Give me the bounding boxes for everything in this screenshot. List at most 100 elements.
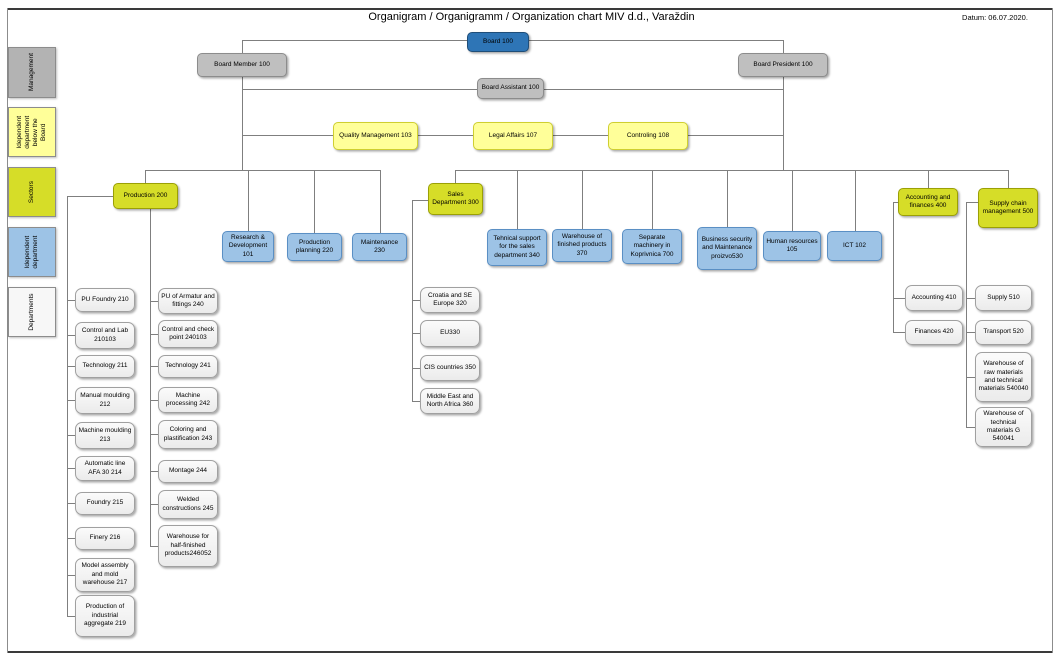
page-border-top bbox=[7, 8, 1053, 10]
connector-line bbox=[1008, 170, 1009, 188]
legend-departments-label: Departments bbox=[27, 293, 35, 331]
connector-line bbox=[150, 334, 158, 335]
node-control-check-point-240103: Control and check point 240103 bbox=[158, 320, 218, 348]
connector-line bbox=[150, 301, 158, 302]
legend-management: Management bbox=[8, 47, 56, 98]
connector-line bbox=[783, 40, 784, 53]
node-cis-countries-350: CIS countries 350 bbox=[420, 355, 480, 381]
connector-line bbox=[455, 170, 456, 183]
node-machine-moulding-213: Machine moulding 213 bbox=[75, 422, 135, 449]
node-research-development-101: Research & Development 101 bbox=[222, 231, 274, 262]
node-control-and-lab-210103: Control and Lab 210103 bbox=[75, 322, 135, 349]
connector-line bbox=[67, 400, 75, 401]
legend-independent-below-board-label: Idependent department below the Board bbox=[15, 115, 48, 149]
connector-line bbox=[783, 77, 784, 170]
legend-management-label: Management bbox=[27, 53, 35, 92]
node-separate-machinery-700: Separate machinery in Koprivnica 700 bbox=[622, 229, 682, 264]
connector-line bbox=[248, 170, 249, 231]
connector-line bbox=[893, 202, 898, 203]
connector-line bbox=[966, 427, 975, 428]
connector-line bbox=[517, 170, 518, 229]
node-industrial-aggregate-219: Production of industrial aggregate 219 bbox=[75, 595, 135, 637]
node-model-assembly-217: Model assembly and mold warehouse 217 bbox=[75, 558, 135, 592]
connector-line bbox=[67, 538, 75, 539]
connector-line bbox=[150, 366, 158, 367]
legend-departments: Departments bbox=[8, 287, 56, 337]
node-automatic-line-afa-30-214: Automatic line AFA 30 214 bbox=[75, 456, 135, 481]
connector-line bbox=[966, 377, 975, 378]
node-maintenance-230: Maintenance 230 bbox=[352, 233, 407, 261]
connector-line bbox=[67, 575, 75, 576]
connector-line bbox=[893, 332, 905, 333]
connector-line bbox=[150, 400, 158, 401]
connector-line bbox=[412, 200, 428, 201]
node-controling-108: Controling 108 bbox=[608, 122, 688, 150]
node-coloring-plastification-243: Coloring and plastification 243 bbox=[158, 420, 218, 449]
connector-line bbox=[67, 435, 75, 436]
connector-line bbox=[893, 202, 894, 332]
connector-line bbox=[966, 332, 975, 333]
connector-line bbox=[314, 170, 315, 233]
connector-line bbox=[67, 616, 75, 617]
connector-line bbox=[67, 468, 75, 469]
node-board: Board 100 bbox=[467, 32, 529, 52]
connector-line bbox=[145, 170, 380, 171]
connector-line bbox=[966, 202, 967, 427]
node-board-president: Board President 100 bbox=[738, 53, 828, 77]
node-supply-chain-management-500: Supply chain management 500 bbox=[978, 188, 1038, 228]
connector-line bbox=[242, 77, 243, 170]
connector-line bbox=[150, 471, 158, 472]
node-finery-216: Finery 216 bbox=[75, 527, 135, 550]
node-manual-moulding-212: Manual moulding 212 bbox=[75, 387, 135, 414]
legend-sectors-label: Sectors bbox=[27, 180, 35, 204]
connector-line bbox=[150, 209, 151, 546]
node-tehnical-support-340: Tehnical support for the sales departmen… bbox=[487, 229, 547, 266]
node-accounting-finances-400: Accounting and finances 400 bbox=[898, 188, 958, 216]
connector-line bbox=[727, 170, 728, 227]
connector-line bbox=[67, 196, 68, 616]
connector-line bbox=[966, 202, 978, 203]
node-production-planning-220: Production planning 220 bbox=[287, 233, 342, 261]
legend-independent-below-board: Idependent department below the Board bbox=[8, 107, 56, 157]
connector-line bbox=[67, 300, 75, 301]
node-quality-management-103: Quality Management 103 bbox=[333, 122, 418, 150]
connector-line bbox=[67, 503, 75, 504]
connector-line bbox=[893, 298, 905, 299]
page-title: Organigram / Organigramm / Organization … bbox=[368, 11, 695, 23]
connector-line bbox=[242, 40, 243, 53]
page-border-bottom bbox=[7, 651, 1053, 653]
node-technology-211: Technology 211 bbox=[75, 355, 135, 378]
page-border-left bbox=[7, 8, 8, 653]
node-ict-102: ICT 102 bbox=[827, 231, 882, 261]
node-croatia-se-europe-320: Croatia and SE Europe 320 bbox=[420, 287, 480, 313]
connector-line bbox=[150, 546, 158, 547]
node-board-member: Board Member 100 bbox=[197, 53, 287, 77]
connector-line bbox=[412, 401, 420, 402]
node-production-200: Production 200 bbox=[113, 183, 178, 209]
node-foundry-215: Foundry 215 bbox=[75, 492, 135, 515]
connector-line bbox=[455, 170, 1008, 171]
node-transport-520: Transport 520 bbox=[975, 320, 1032, 345]
page-border-right bbox=[1052, 8, 1053, 653]
node-middle-east-north-africa-360: Middle East and North Africa 360 bbox=[420, 388, 480, 414]
node-warehouse-raw-materials-540040: Warehouse of raw materials and technical… bbox=[975, 352, 1032, 402]
node-warehouse-technical-materials-540041: Warehouse of technical materials G 54004… bbox=[975, 407, 1032, 447]
connector-line bbox=[928, 170, 929, 188]
node-pu-foundry-210: PU Foundry 210 bbox=[75, 288, 135, 312]
node-business-security-530: Business security and Maintenance proizv… bbox=[697, 227, 757, 270]
node-sales-department-300: Sales Department 300 bbox=[428, 183, 483, 215]
connector-line bbox=[792, 170, 793, 231]
legend-independent-department: Idependent department bbox=[8, 227, 56, 277]
connector-line bbox=[145, 170, 146, 183]
connector-line bbox=[412, 300, 420, 301]
node-human-resources-105: Human resources 105 bbox=[763, 231, 821, 261]
node-machine-processing-242: Machine processing 242 bbox=[158, 387, 218, 413]
node-welded-constructions-245: Welded constructions 245 bbox=[158, 490, 218, 519]
node-eu-330: EU330 bbox=[420, 320, 480, 347]
node-warehouse-half-finished-246052: Warehouse for half-finished products2460… bbox=[158, 525, 218, 567]
node-legal-affairs-107: Legal Affairs 107 bbox=[473, 122, 553, 150]
legend-independent-department-label: Idependent department bbox=[23, 235, 39, 269]
connector-line bbox=[67, 196, 113, 197]
connector-line bbox=[412, 368, 420, 369]
